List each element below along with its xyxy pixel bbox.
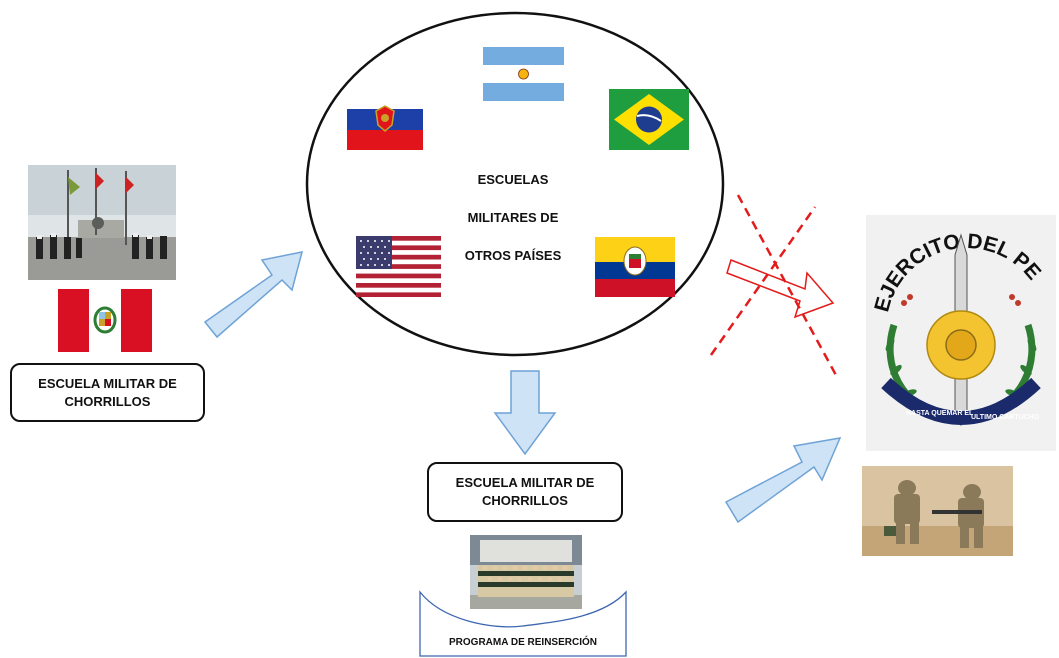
programa-shape [412, 590, 634, 658]
ribbon-right-text: ULTIMO CARTUCHO [971, 414, 1040, 421]
usa-flag-icon [356, 236, 441, 297]
escuela-chorrillos-box: ESCUELA MILITAR DE CHORRILLOS [10, 363, 205, 422]
peru-flag-icon [58, 289, 152, 352]
arrow-down-icon [492, 368, 558, 458]
circle-line-1: ESCUELAS [477, 172, 549, 187]
circle-line-3: OTROS PAÍSES [464, 248, 562, 263]
box-line-2: CHORRILLOS [64, 393, 151, 409]
bottom-box-line-2: CHORRILLOS [482, 493, 568, 508]
bottom-box-line-1: ESCUELA MILITAR DE [455, 475, 595, 490]
argentina-flag-icon [483, 47, 564, 101]
brazil-flag-icon [609, 89, 689, 150]
ceremony-photo [28, 165, 176, 280]
arrow-to-circle-icon [200, 240, 310, 350]
group-photo [470, 535, 582, 609]
escuelas-label: ESCUELAS MILITARES DE OTROS PAÍSES [423, 151, 603, 284]
arrow-to-army-icon [722, 430, 844, 530]
army-emblem-icon: EJERCITO DEL PERU HASTA QUEMAR EL ULTIMO… [866, 215, 1056, 451]
soldiers-photo [862, 466, 1013, 556]
venezuela-flag-icon [595, 237, 675, 297]
blocked-arrow-icon [705, 185, 845, 385]
russia-flag-icon [347, 89, 423, 150]
escuela-chorrillos-bottom-box: ESCUELA MILITAR DE CHORRILLOS [427, 462, 623, 522]
box-line-1: ESCUELA MILITAR DE [38, 375, 177, 391]
circle-line-2: MILITARES DE [467, 210, 559, 225]
ribbon-left-text: HASTA QUEMAR EL [906, 410, 974, 417]
programa-label: PROGRAMA DE REINSERCIÓN [449, 637, 597, 648]
